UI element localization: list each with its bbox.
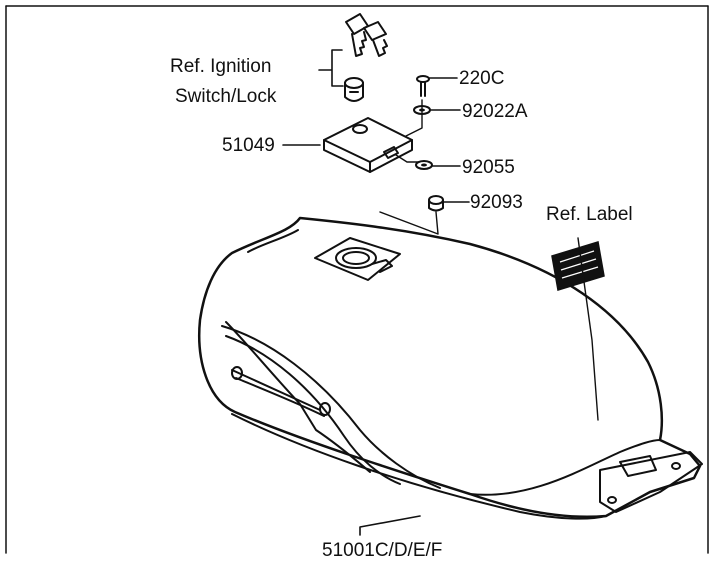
ignition-keys [345, 13, 388, 57]
part-92093-label: 92093 [470, 192, 523, 213]
ignition-lock-cylinder [344, 77, 364, 102]
bolt-220c [416, 75, 430, 97]
part-51049-label: 51049 [222, 135, 275, 156]
ignition-leader-line [318, 49, 344, 87]
leader-lines [282, 77, 470, 536]
part-220c-label: 220C [459, 68, 504, 89]
switch-lock-label: Switch/Lock [175, 86, 277, 107]
ref-label-label: Ref. Label [546, 204, 633, 225]
damper-92093 [428, 195, 444, 212]
fuel-cap [323, 117, 413, 173]
cap-assembly-chain-line [379, 99, 439, 235]
fuel-tank [198, 216, 702, 520]
part-92022a-label: 92022A [462, 101, 528, 122]
tank-side-stripes [221, 321, 441, 489]
label-leader-line [577, 237, 599, 421]
gasket-92055 [415, 160, 433, 170]
caution-label [551, 241, 605, 291]
rear-mount-bracket [599, 451, 703, 513]
part-92055-label: 92055 [462, 157, 515, 178]
frame [5, 5, 709, 554]
part-51001-label: 51001C/D/E/F [322, 540, 442, 561]
ref-ignition-label: Ref. Ignition [170, 56, 271, 77]
